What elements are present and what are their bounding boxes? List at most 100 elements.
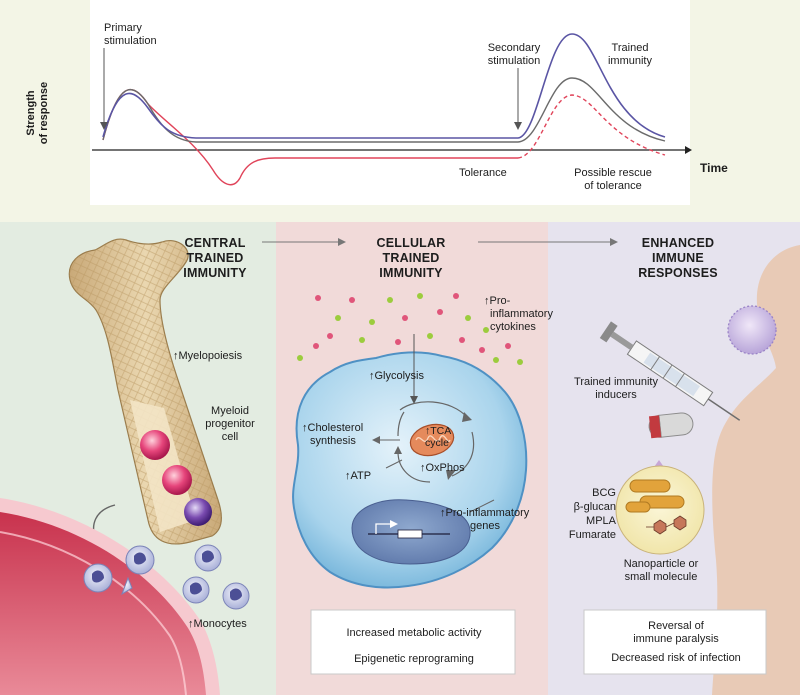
atp-label: ↑ATP bbox=[345, 470, 371, 483]
primary-stimulation-label: Primary stimulation bbox=[104, 22, 157, 48]
progenitor-cell-3 bbox=[184, 498, 212, 526]
up-arrow-icon: ↑ bbox=[302, 422, 308, 434]
enhanced-box-line3: Decreased risk of infection bbox=[611, 652, 741, 664]
cholesterol-line1: Cholesterol bbox=[307, 422, 364, 434]
monocytes-text: Monocytes bbox=[193, 618, 247, 630]
pro-inflammatory-genes-label: ↑Pro-inflammatory genes bbox=[440, 507, 529, 533]
myelopoiesis-text: Myelopoiesis bbox=[178, 350, 243, 362]
cytokines-line3: cytokines bbox=[490, 321, 536, 333]
up-arrow-icon: ↑ bbox=[440, 507, 446, 519]
oxphos-text: OxPhos bbox=[425, 462, 465, 474]
inducers-label: Trained immunity inducers bbox=[566, 376, 666, 402]
cellular-panel-title: CELLULAR TRAINED IMMUNITY bbox=[356, 236, 466, 281]
up-arrow-icon: ↑ bbox=[420, 462, 426, 474]
inducer-glucan: β-glucan bbox=[573, 501, 616, 513]
rescue-line1: Possible rescue bbox=[574, 167, 652, 179]
y-axis-label-line1: Strength bbox=[25, 90, 37, 136]
cytokines-label: ↑Pro- inflammatory cytokines bbox=[484, 295, 554, 334]
myeloid-line1: Myeloid bbox=[211, 405, 249, 417]
nano-line1: Nanoparticle or bbox=[623, 558, 699, 570]
enhanced-panel-title: ENHANCED IMMUNE RESPONSES bbox=[618, 236, 738, 281]
secondary-stimulation-line1: Secondary bbox=[487, 42, 541, 54]
genes-line1: Pro-inflammatory bbox=[445, 507, 530, 519]
nanoparticle bbox=[727, 305, 777, 355]
mitochondrion bbox=[409, 423, 455, 457]
glycolysis-text: Glycolysis bbox=[374, 370, 425, 382]
up-arrow-icon: ↑ bbox=[173, 350, 179, 362]
up-arrow-icon: ↑ bbox=[425, 425, 431, 437]
primary-stimulation-line1: Primary bbox=[104, 22, 142, 34]
myelopoiesis-label: ↑Myelopoiesis bbox=[173, 350, 242, 363]
tca-line2: cycle bbox=[425, 437, 449, 449]
cellular-box-text: Increased metabolic activity Epigenetic … bbox=[311, 626, 517, 666]
progenitor-cell-2 bbox=[162, 465, 192, 495]
human-silhouette bbox=[712, 245, 800, 695]
rescue-label: Possible rescue of tolerance bbox=[560, 167, 666, 193]
myeloid-progenitor-label: Myeloid progenitor cell bbox=[200, 405, 260, 444]
inducer-bcg: BCG bbox=[592, 487, 616, 499]
cellular-box-line2: Epigenetic reprograming bbox=[354, 653, 474, 665]
enhanced-title-line1: ENHANCED bbox=[641, 236, 715, 250]
nanoparticle-label: Nanoparticle or small molecule bbox=[606, 558, 716, 584]
up-arrow-icon: ↑ bbox=[484, 295, 490, 307]
blood-vessel bbox=[0, 498, 220, 695]
cholesterol-label: ↑Cholesterol synthesis bbox=[302, 422, 363, 448]
cytokine-dots bbox=[297, 293, 523, 365]
trained-immunity-curve bbox=[102, 33, 666, 139]
rescue-line2: of tolerance bbox=[584, 180, 642, 192]
inducer-mpla: MPLA bbox=[586, 515, 616, 527]
y-axis-label-line2: of response bbox=[38, 81, 50, 145]
genes-line2: genes bbox=[470, 520, 500, 532]
trained-immunity-line1: Trained bbox=[611, 42, 649, 54]
enhanced-info-box bbox=[583, 609, 767, 675]
up-arrow-icon: ↑ bbox=[188, 618, 194, 630]
monocytes-group bbox=[83, 544, 250, 610]
trained-immunity-label: Trained immunity bbox=[600, 42, 660, 68]
central-title-line2: TRAINED bbox=[186, 251, 244, 265]
myeloid-line3: cell bbox=[221, 431, 239, 443]
baseline-curve bbox=[102, 77, 666, 143]
tolerance-label: Tolerance bbox=[459, 167, 507, 179]
up-arrow-icon: ↑ bbox=[369, 370, 375, 382]
capsule bbox=[648, 412, 694, 439]
cellular-title-line2: TRAINED bbox=[382, 251, 440, 265]
enhanced-box-text: Reversal of immune paralysis Decreased r… bbox=[584, 620, 768, 665]
monocytes-label: ↑Monocytes bbox=[188, 618, 247, 631]
cellular-title-line1: CELLULAR bbox=[376, 236, 446, 250]
enhanced-box-line2: immune paralysis bbox=[633, 633, 719, 645]
nucleus bbox=[351, 499, 471, 565]
atp-text: ATP bbox=[350, 470, 372, 482]
inducers-line2: inducers bbox=[595, 389, 637, 401]
trained-immunity-line2: immunity bbox=[607, 55, 652, 67]
cholesterol-line2: synthesis bbox=[310, 435, 356, 447]
secondary-stimulation-label: Secondary stimulation bbox=[474, 42, 554, 68]
y-axis-label: Strength of response bbox=[25, 82, 62, 144]
enhanced-title-line2: IMMUNE bbox=[652, 251, 704, 265]
nano-line2: small molecule bbox=[624, 571, 698, 583]
oxphos-label: ↑OxPhos bbox=[420, 462, 465, 475]
enhanced-title-line3: RESPONSES bbox=[638, 266, 718, 280]
graph-plot-area bbox=[90, 0, 690, 205]
x-axis-label: Time bbox=[700, 161, 728, 175]
myeloid-line2: progenitor bbox=[205, 418, 255, 430]
cellular-box-line1: Increased metabolic activity bbox=[346, 627, 482, 639]
up-arrow-icon: ↑ bbox=[345, 470, 351, 482]
tca-cycle-arrows bbox=[397, 401, 475, 483]
tca-cycle-label: ↑TCA cycle bbox=[425, 425, 451, 449]
rescue-curve bbox=[517, 94, 666, 159]
bcg-bacteria bbox=[625, 479, 685, 513]
inducer-list: BCG β-glucan MPLA Fumarate bbox=[566, 486, 616, 542]
central-panel-title: CENTRAL TRAINED IMMUNITY bbox=[160, 236, 270, 281]
central-title-line1: CENTRAL bbox=[184, 236, 246, 250]
primary-stimulation-line2: stimulation bbox=[104, 35, 157, 47]
secondary-stimulation-line2: stimulation bbox=[487, 55, 541, 67]
tca-line1: TCA bbox=[430, 425, 452, 437]
cytokines-line1: Pro- bbox=[489, 295, 511, 307]
inducers-line1: Trained immunity bbox=[574, 376, 658, 388]
progenitor-cell-1 bbox=[140, 430, 170, 460]
cellular-title-line3: IMMUNITY bbox=[379, 266, 443, 280]
syringe bbox=[599, 321, 741, 421]
glycolysis-label: ↑Glycolysis bbox=[369, 370, 424, 383]
enhanced-box-line1: Reversal of bbox=[648, 620, 704, 632]
